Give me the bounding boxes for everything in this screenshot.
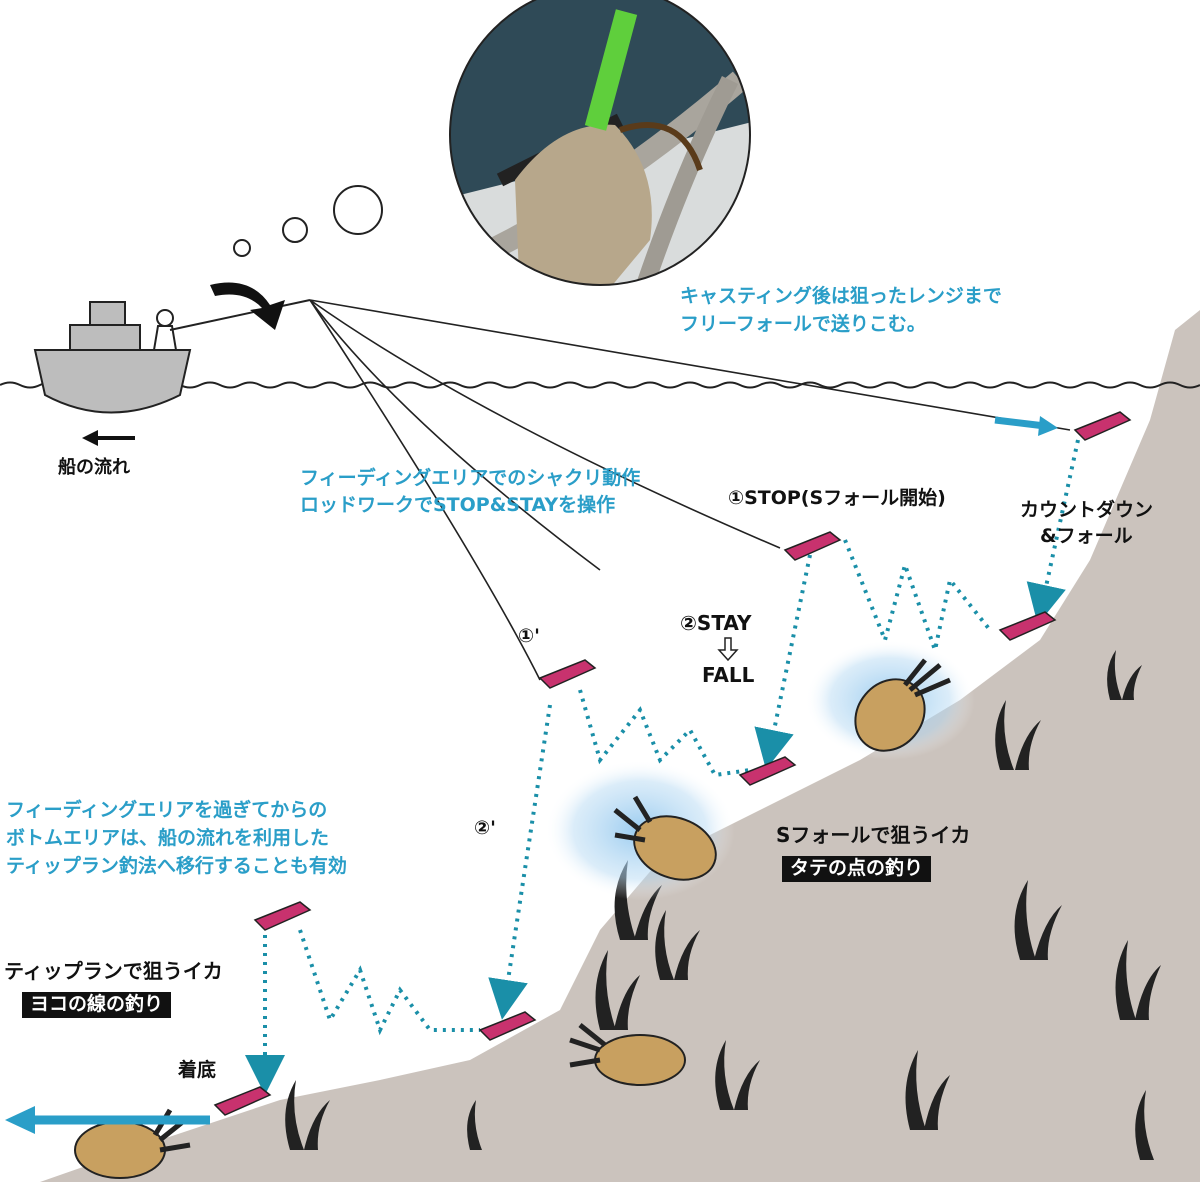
fall-label: FALL: [702, 663, 755, 687]
drift-arrow-head: [1038, 416, 1058, 436]
casting-note-line2: フリーフォールで送りこむ。: [680, 313, 926, 335]
tiprun-target-label: ティップランで狙うイカ: [4, 959, 223, 983]
thought-bubble: [233, 239, 251, 257]
bottom-note-line3: ティップラン釣法へ移行することも有効: [6, 855, 347, 877]
egi-path: [245, 439, 1080, 1095]
feeding-note-line1: フィーディングエリアでのシャクリ動作: [300, 467, 641, 489]
squid: [613, 795, 717, 881]
step-two-prime-label: ②': [474, 817, 496, 839]
squid: [854, 658, 951, 752]
stay-fall-arrow: [717, 637, 739, 662]
thought-bubble: [282, 217, 308, 243]
squid-photo: [449, 0, 751, 286]
countdown-label-line2: &フォール: [1040, 525, 1133, 547]
squid: [569, 1023, 686, 1086]
casting-note-line1: キャスティング後は狙ったレンジまで: [680, 285, 1002, 307]
bottom-note-line2: ボトムエリアは、船の流れを利用した: [6, 827, 330, 849]
seaweed: [285, 650, 1161, 1160]
tiprun-method-box: ヨコの線の釣り: [22, 992, 172, 1018]
stop-label: ①STOP(Sフォール開始): [728, 487, 946, 509]
boat-flow-label: 船の流れ: [58, 457, 130, 478]
seabed: [40, 310, 1200, 1182]
stay-label: ②STAY: [680, 611, 752, 635]
boat-flow-arrow: [82, 430, 135, 446]
water-surface: [0, 381, 1200, 389]
cast-arrow: [210, 282, 285, 330]
drift-arrow: [994, 416, 1046, 430]
sfall-target-label: Sフォールで狙うイカ: [776, 823, 971, 847]
egi-lure: [213, 411, 1132, 1116]
feeding-note-line2: ロッドワークでSTOP&STAYを操作: [300, 494, 616, 516]
bottom-touch-label: 着底: [178, 1059, 217, 1081]
step-one-prime-label: ①': [518, 625, 540, 647]
bottom-note-line1: フィーディングエリアを過ぎてからの: [6, 799, 328, 821]
sfall-method-box: タテの点の釣り: [782, 856, 932, 882]
boat: [33, 299, 311, 414]
thought-bubble: [333, 185, 383, 235]
fishing-lines: [309, 299, 1071, 681]
countdown-label-line1: カウントダウン: [1020, 499, 1154, 521]
tiprun-flow-arrow: [5, 1106, 210, 1134]
